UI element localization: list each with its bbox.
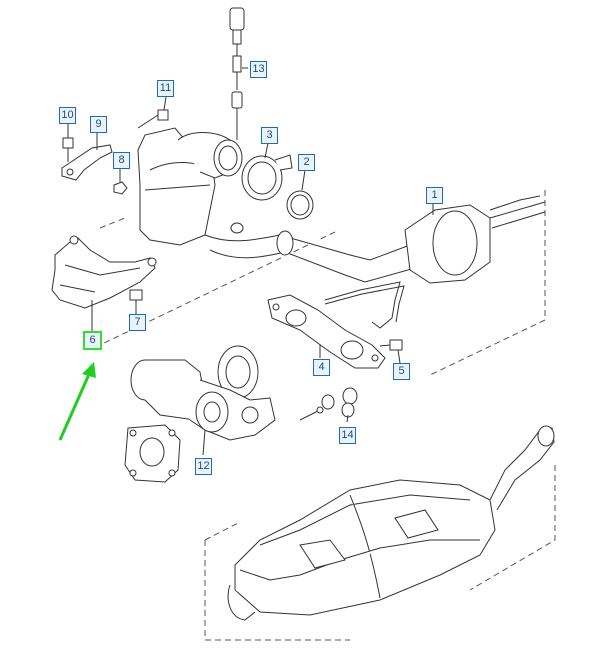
bolt-11: [137, 109, 169, 129]
bolt-10: [62, 137, 74, 162]
highlight-arrow: [58, 362, 96, 441]
callout-2: 2: [298, 154, 315, 171]
lower-dashed-box: [204, 465, 556, 641]
callout-6-highlighted: 6: [83, 331, 102, 350]
oxygen-sensor: [229, 7, 245, 140]
upper-dashed-box: [99, 190, 546, 376]
callout-13: 13: [250, 61, 267, 78]
callout-1: 1: [426, 187, 443, 204]
turbocharger: [130, 345, 276, 441]
clamp: [241, 154, 293, 201]
flange-gasket: [267, 294, 386, 369]
leader-lines: [67, 67, 434, 456]
bolt-7: [129, 289, 143, 312]
callout-11: 11: [157, 80, 174, 97]
callout-3: 3: [261, 127, 278, 144]
pressure-pipe: [324, 281, 405, 329]
callout-5: 5: [393, 363, 410, 380]
bolt-5: [379, 339, 403, 351]
middle-catalyst: [404, 195, 546, 284]
fasteners-14: [299, 387, 358, 421]
nut-8: [113, 181, 128, 195]
callout-4: 4: [313, 359, 330, 376]
gasket-ring: [286, 190, 314, 220]
rear-muffler: [227, 425, 555, 621]
heat-shield: [51, 235, 157, 309]
callout-7: 7: [129, 314, 146, 331]
callout-12: 12: [195, 458, 212, 475]
front-pipe: [204, 222, 416, 283]
bracket-9: [61, 144, 113, 181]
callout-10: 10: [59, 107, 76, 124]
turbo-gasket: [124, 424, 181, 483]
callout-8: 8: [113, 152, 130, 169]
catalytic-converter: [137, 127, 243, 246]
callout-9: 9: [90, 116, 107, 133]
callout-14: 14: [339, 427, 356, 444]
